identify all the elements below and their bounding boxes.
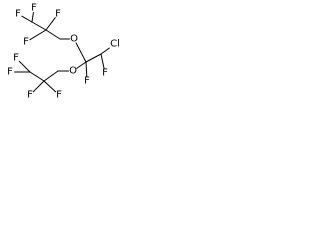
bond-f1-c1 xyxy=(21,15,33,23)
atom-label-o1: O xyxy=(70,34,78,45)
bond-f2-c1 xyxy=(31,12,34,23)
bond-c4-o2 xyxy=(76,61,87,69)
bond-c6-c7 xyxy=(43,70,59,82)
bond-c1-c2 xyxy=(31,21,47,31)
bond-c8-f10 xyxy=(18,60,31,73)
bond-o1-c4 xyxy=(75,42,87,63)
bond-layer xyxy=(14,12,110,93)
atom-label-f1: F xyxy=(15,9,21,20)
atom-label-f10: F xyxy=(13,53,19,64)
bond-c2-f4 xyxy=(45,17,56,31)
bond-c4-f5 xyxy=(85,61,88,77)
bond-c2-c3 xyxy=(45,29,61,40)
atom-label-f3: F xyxy=(23,37,29,48)
atom-label-f5: F xyxy=(84,76,90,87)
bond-c5-cl1 xyxy=(100,47,110,55)
atom-label-f4: F xyxy=(55,9,61,20)
bond-c5-f6 xyxy=(100,53,105,70)
atom-label-o2: O xyxy=(69,66,77,77)
atom-label-f7: F xyxy=(27,90,33,101)
atom-label-f2: F xyxy=(31,3,37,14)
atom-label-f8: F xyxy=(56,90,62,101)
atom-label-f6: F xyxy=(102,68,108,79)
bond-c2-f3 xyxy=(29,29,47,41)
atom-label-f9: F xyxy=(7,67,13,78)
bond-c7-f7 xyxy=(32,80,45,93)
bond-c7-c8 xyxy=(29,71,45,82)
bond-c4-c5 xyxy=(85,53,102,63)
bond-c7-f8 xyxy=(43,80,57,93)
atom-label-cl1: Cl xyxy=(110,39,120,50)
